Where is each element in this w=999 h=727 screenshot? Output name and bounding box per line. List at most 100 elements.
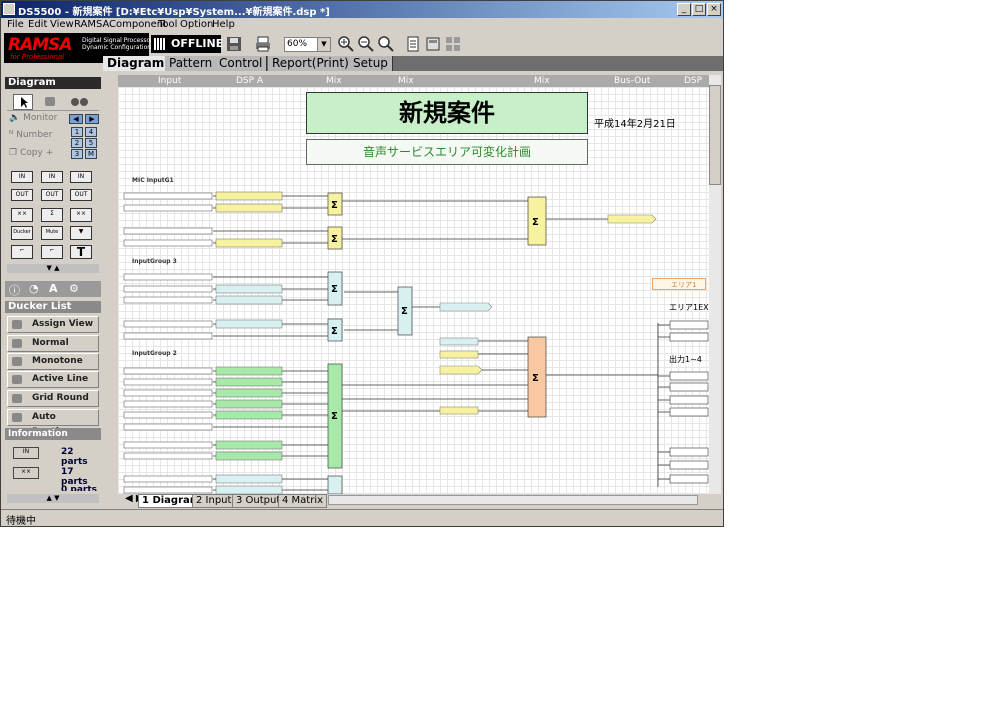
information-header[interactable]: Information: [5, 428, 101, 440]
report-icon[interactable]: [424, 35, 442, 53]
document-icon[interactable]: [404, 35, 422, 53]
zoom-out-icon[interactable]: [357, 35, 375, 53]
auto-routing-button[interactable]: Auto Routing: [7, 409, 99, 437]
number-key-1[interactable]: 1: [71, 127, 83, 137]
menu-view[interactable]: View: [50, 19, 74, 30]
arrow-right-icon[interactable]: ▶: [85, 114, 99, 124]
zoom-fit-icon[interactable]: [377, 35, 395, 53]
input-icon: IN: [13, 447, 39, 459]
number-key-5[interactable]: 5: [85, 138, 97, 148]
hand-tool-icon[interactable]: [41, 94, 59, 108]
palette-filter-icon[interactable]: ▼: [70, 226, 92, 240]
layout-icon[interactable]: [444, 35, 462, 53]
number-key-3[interactable]: 3: [71, 149, 83, 159]
zoom-value: 60%: [287, 39, 308, 49]
pointer-tool-icon[interactable]: [13, 94, 33, 110]
color-tab-icon[interactable]: ◔: [29, 282, 39, 295]
palette-line2-icon[interactable]: ⌐: [41, 245, 63, 259]
palette-ducker[interactable]: Ducker: [11, 226, 33, 240]
copy-tool[interactable]: ❐ Copy +: [9, 148, 53, 158]
palette-line-icon[interactable]: ⌐: [11, 245, 33, 259]
monotone-button[interactable]: Monotone: [7, 353, 99, 370]
settings-tab-icon[interactable]: ⚙: [69, 282, 79, 295]
bottom-tab-bar: ◀ ▶ 1 Diagram 2 Input 3 Output 4 Matrix: [118, 493, 721, 508]
menu-option[interactable]: Option: [180, 19, 214, 30]
palette-input-1[interactable]: IN: [11, 171, 33, 183]
binocular-tool-icon[interactable]: [69, 94, 93, 108]
palette-text-tool[interactable]: T: [70, 245, 92, 259]
palette-router-icon[interactable]: ⨯⨯: [70, 208, 92, 222]
logo-text: RAMSA: [8, 35, 73, 55]
tab-control[interactable]: Control: [215, 56, 268, 71]
palette-output-2[interactable]: OUT: [41, 189, 63, 201]
tab-4-matrix[interactable]: 4 Matrix: [278, 494, 328, 508]
vertical-ruler: [105, 87, 118, 494]
info-scroll-arrows[interactable]: ▲ ▼: [7, 494, 99, 503]
close-button[interactable]: ×: [707, 3, 721, 16]
connection-status[interactable]: OFFLINE: [151, 35, 224, 53]
menu-component[interactable]: Component: [109, 19, 168, 30]
ruler-mix-1: Mix: [326, 76, 342, 86]
palette-mute[interactable]: Mute: [41, 226, 63, 240]
project-subtitle[interactable]: 音声サービスエリア可変化計画: [306, 139, 588, 165]
menu-file[interactable]: File: [7, 19, 24, 30]
palette-mixer-icon[interactable]: Σ: [41, 208, 63, 222]
palette-output-1[interactable]: OUT: [11, 189, 33, 201]
number-label: Number: [16, 130, 53, 140]
number-tool[interactable]: ᴺ Number: [9, 130, 52, 140]
status-label: OFFLINE: [171, 37, 224, 50]
svg-text:Σ: Σ: [532, 373, 539, 384]
palette-scroll-arrows[interactable]: ▼ ▲: [7, 264, 99, 273]
ruler-bus-out: Bus-Out: [614, 76, 651, 86]
tab-diagram[interactable]: Diagram: [103, 56, 170, 71]
grid-round-label: Grid Round: [32, 393, 89, 403]
normal-label: Normal: [32, 338, 69, 348]
diagram-panel-title: Diagram: [8, 77, 56, 88]
tab-3-output[interactable]: 3 Output: [232, 494, 285, 508]
palette-input-3[interactable]: IN: [70, 171, 92, 183]
number-key-m[interactable]: M: [85, 149, 97, 159]
tab-2-input[interactable]: 2 Input: [192, 494, 236, 508]
menu-tool[interactable]: Tool: [158, 19, 178, 30]
zoom-in-icon[interactable]: [337, 35, 355, 53]
palette-output-3[interactable]: OUT: [70, 189, 92, 201]
area-box[interactable]: エリア1: [652, 278, 706, 290]
menu-ramsa[interactable]: RAMSA: [74, 19, 110, 30]
assign-view-button[interactable]: Assign View: [7, 316, 99, 333]
tab-setup[interactable]: Setup: [349, 56, 393, 71]
info-tab-icon[interactable]: ⓘ: [9, 284, 20, 297]
ducker-list-title: Ducker List: [8, 301, 72, 312]
menu-edit[interactable]: Edit: [28, 19, 48, 30]
normal-button[interactable]: Normal: [7, 335, 99, 352]
maximize-button[interactable]: □: [692, 3, 706, 16]
diagram-canvas[interactable]: 新規案件 音声サービスエリア可変化計画 平成14年2月21日 MIC Input…: [118, 87, 709, 494]
menu-help[interactable]: Help: [212, 19, 235, 30]
status-text: 待機中: [6, 516, 36, 527]
scroll-thumb[interactable]: [709, 85, 721, 185]
grid-round-button[interactable]: Grid Round: [7, 390, 99, 407]
misc-count: 0 parts: [61, 485, 98, 491]
font-tab-icon[interactable]: A: [49, 282, 58, 295]
title-bar[interactable]: DS5500 - 新規案件 [D:¥Etc¥Usp¥System...¥新規案件…: [1, 1, 723, 18]
tab-nav-arrows[interactable]: ◀ ▶: [125, 493, 144, 504]
routing-icon: [12, 413, 22, 422]
monitor-tool[interactable]: 🔈 Monitor: [9, 113, 57, 123]
svg-text:Σ: Σ: [331, 326, 338, 337]
number-key-2[interactable]: 2: [71, 138, 83, 148]
arrow-left-icon[interactable]: ◀: [69, 114, 83, 124]
vertical-scrollbar[interactable]: [709, 75, 721, 494]
number-key-4[interactable]: 4: [85, 127, 97, 137]
zoom-select[interactable]: 60% ▼: [284, 37, 331, 52]
tab-pattern[interactable]: Pattern: [165, 56, 218, 71]
minimize-button[interactable]: _: [677, 3, 691, 16]
palette-matrix-icon[interactable]: ⨯⨯: [11, 208, 33, 222]
active-line-button[interactable]: Active Line: [7, 371, 99, 388]
save-icon[interactable]: [225, 35, 243, 53]
tab-report[interactable]: Report(Print): [268, 56, 354, 71]
toolbar: RAMSA for Professional Digital Signal Pr…: [1, 33, 723, 63]
palette-input-2[interactable]: IN: [41, 171, 63, 183]
chevron-down-icon: ▼: [317, 38, 330, 51]
horizontal-scrollbar[interactable]: [328, 495, 698, 505]
print-icon[interactable]: [254, 35, 272, 53]
project-title[interactable]: 新規案件: [306, 92, 588, 134]
